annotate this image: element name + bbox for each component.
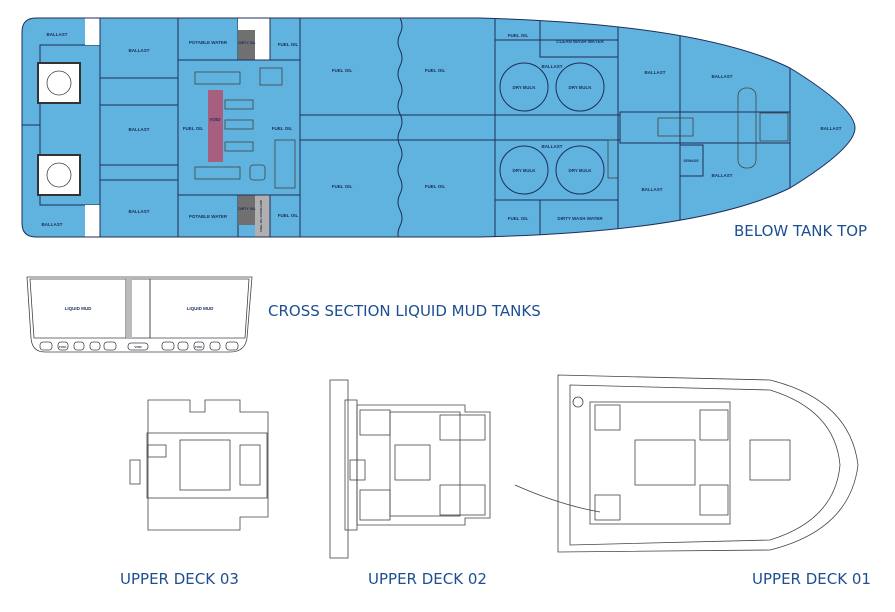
tank-label: FUEL OIL: [425, 184, 446, 189]
tank-label: BALLAST: [712, 74, 733, 79]
tank-label: FUEL OIL: [508, 33, 529, 38]
tank-label: SEWAGE: [683, 159, 699, 163]
tank-label: FUEL: [59, 345, 67, 349]
tank-label: BALLAST: [542, 144, 563, 149]
title-cross-section: CROSS SECTION LIQUID MUD TANKS: [268, 302, 541, 320]
tank-label: DRY BULK: [568, 85, 592, 90]
hull-outline: [21, 17, 856, 238]
tank-label: DIRTY OIL: [238, 41, 256, 45]
tank-label: BALLAST: [821, 126, 842, 131]
tank-label: VOID: [134, 345, 142, 349]
tank-label: BALLAST: [47, 32, 68, 37]
title-upper-deck-03: UPPER DECK 03: [120, 570, 239, 588]
tank-label: DIRTY WASH WATER: [557, 216, 603, 221]
tank-label: DRY BULK: [568, 168, 592, 173]
upper-deck-03-plan: [129, 399, 269, 531]
tank-label: FUEL OIL: [425, 68, 446, 73]
tank-label: FUEL OIL: [278, 42, 299, 47]
tank-label: FUEL OIL: [183, 126, 204, 131]
tank-label: BALLAST: [645, 70, 666, 75]
tank-label: POTABLE WATER: [189, 40, 228, 45]
propulsion-unit-starboard: [37, 154, 81, 196]
tank-label: BALLAST: [129, 48, 150, 53]
title-upper-deck-02: UPPER DECK 02: [368, 570, 487, 588]
below-tank-top-plan: [22, 18, 855, 237]
tank-label: DRY BULK: [512, 168, 536, 173]
tank-label: POTABLE WATER: [189, 214, 228, 219]
tank-label: BALLAST: [642, 187, 663, 192]
tank-label: FUEL OIL OVERFLOW: [259, 200, 263, 232]
tank-label: BALLAST: [129, 209, 150, 214]
propulsion-unit-port: [37, 62, 81, 104]
tank-label: BALLAST: [542, 64, 563, 69]
cross-section-liquid-mud-tanks: [26, 276, 253, 353]
tank-label: FUEL OIL: [332, 184, 353, 189]
tank-label: BALLAST: [129, 127, 150, 132]
title-upper-deck-01: UPPER DECK 01: [752, 570, 871, 588]
tank-label: DIRTY OIL: [238, 207, 256, 211]
tank-label: BALLAST: [42, 222, 63, 227]
tank-label: CLEAN WASH WATER: [556, 39, 604, 44]
tank-label: LIQUID MUD: [65, 306, 92, 311]
tank-label: VOID: [209, 117, 221, 122]
tank-label: FUEL OIL: [332, 68, 353, 73]
title-below-tank-top: BELOW TANK TOP: [734, 222, 867, 240]
tank-label: LIQUID MUD: [187, 306, 214, 311]
tank-label: BALLAST: [712, 173, 733, 178]
tank-label: FUEL OIL: [508, 216, 529, 221]
tank-label: FUEL OIL: [272, 126, 293, 131]
tank-label: FUEL: [195, 345, 203, 349]
upper-deck-02-plan: [329, 379, 491, 559]
tank-label: FUEL OIL: [278, 213, 299, 218]
upper-deck-01-plan: [514, 374, 859, 553]
tank-label: DRY BULK: [512, 85, 536, 90]
